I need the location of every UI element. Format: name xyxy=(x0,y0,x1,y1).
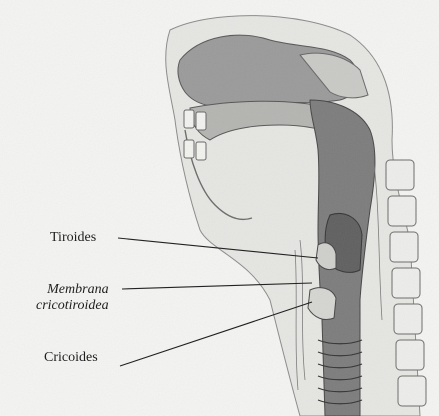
label-cricoides: Cricoides xyxy=(44,350,98,366)
label-membrana-line1: Membrana xyxy=(36,282,109,298)
label-membrana-line2: cricotiroidea xyxy=(36,298,109,314)
label-membrana-cricotiroidea: Membrana cricotiroidea xyxy=(36,282,109,314)
label-tiroides: Tiroides xyxy=(50,230,96,246)
